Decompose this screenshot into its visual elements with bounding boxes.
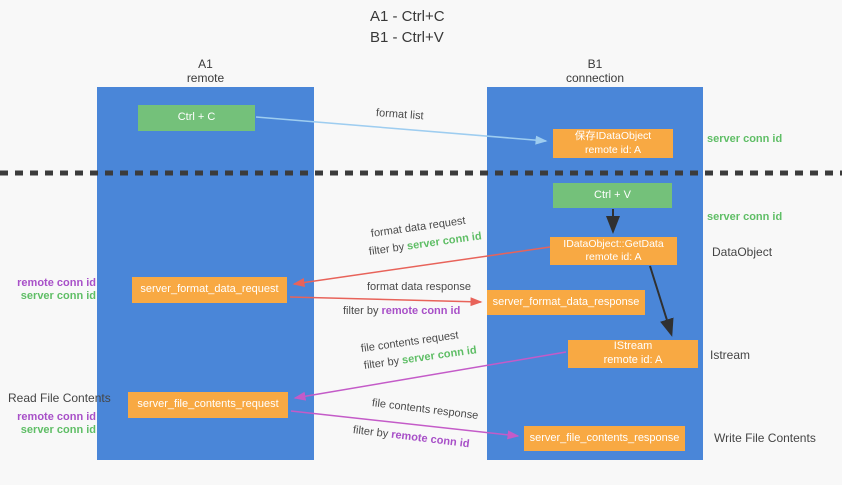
- node-idataobject-getdata: IDataObject::GetData remote id: A: [550, 237, 677, 265]
- label-pair-file-conn-ids: remote conn id server conn id: [0, 411, 96, 437]
- label-remote-conn-id-file: remote conn id: [17, 411, 96, 423]
- node-server-format-data-response: server_format_data_response: [487, 290, 645, 315]
- title-line-1: A1 - Ctrl+C: [370, 8, 445, 25]
- lane-b1-name: B1: [587, 57, 603, 71]
- node-istream-line2: remote id: A: [603, 354, 663, 366]
- lane-header-b1: B1 connection: [487, 57, 703, 85]
- node-ctrl-c-label: Ctrl + C: [177, 111, 216, 124]
- node-ctrl-c: Ctrl + C: [138, 105, 255, 131]
- lane-a1-name: A1: [198, 57, 213, 71]
- node-server-file-contents-response-label: server_file_contents_response: [529, 431, 680, 444]
- label-pair-format-conn-ids: remote conn id server conn id: [0, 277, 96, 303]
- label-server-conn-id-top: server conn id: [707, 133, 783, 145]
- label-server-conn-id-file: server conn id: [20, 424, 96, 436]
- lane-b1-type: connection: [565, 71, 625, 85]
- diagram-title: A1 - Ctrl+C B1 - Ctrl+V: [370, 6, 445, 48]
- node-server-file-contents-response: server_file_contents_response: [524, 426, 685, 451]
- node-ctrl-v-label: Ctrl + V: [594, 188, 631, 201]
- filter-by-text: filter by: [343, 305, 379, 317]
- node-getdata-line2: remote id: A: [585, 251, 642, 263]
- label-remote-conn-id-format: remote conn id: [17, 277, 96, 289]
- arrow-file-contents-request: [293, 351, 567, 401]
- node-save-idataobject-line1: 保存IDataObject: [574, 130, 652, 143]
- label-server-conn-id-format: server conn id: [20, 290, 96, 302]
- node-getdata-line1: IDataObject::GetData: [563, 237, 664, 250]
- arrow-format-data-response: [289, 296, 483, 307]
- arrow-format-list: [255, 116, 548, 145]
- node-istream: IStream remote id: A: [568, 340, 698, 368]
- remote-conn-id-text: remote conn id: [381, 305, 461, 317]
- label-write-file-contents: Write File Contents: [714, 431, 816, 445]
- arrow-getdata-to-istream: [649, 265, 674, 337]
- node-server-format-data-request: server_format_data_request: [132, 277, 287, 303]
- arrow-format-data-request: [292, 246, 551, 287]
- node-save-idataobject-line2: remote id: A: [584, 143, 642, 156]
- node-istream-line1: IStream: [613, 340, 653, 353]
- label-read-file-contents: Read File Contents: [8, 391, 111, 405]
- label-server-conn-id-mid: server conn id: [707, 211, 783, 223]
- node-server-format-data-response-label: server_format_data_response: [492, 295, 640, 308]
- node-server-file-contents-request-label: server_file_contents_request: [137, 398, 279, 411]
- label-dataobject: DataObject: [712, 245, 773, 259]
- node-save-idataobject: 保存IDataObject remote id: A: [553, 129, 673, 158]
- label-format-data-response: format data response: [367, 281, 471, 293]
- node-server-file-contents-request: server_file_contents_request: [128, 392, 288, 418]
- node-server-format-data-request-label: server_format_data_request: [140, 283, 279, 296]
- arrow-file-contents-response: [290, 410, 520, 440]
- node-ctrl-v: Ctrl + V: [553, 183, 672, 208]
- label-istream: Istream: [710, 348, 751, 362]
- title-line-2: B1 - Ctrl+V: [370, 29, 444, 46]
- lane-header-a1: A1 remote: [97, 57, 314, 85]
- lane-a1-type: remote: [186, 71, 225, 85]
